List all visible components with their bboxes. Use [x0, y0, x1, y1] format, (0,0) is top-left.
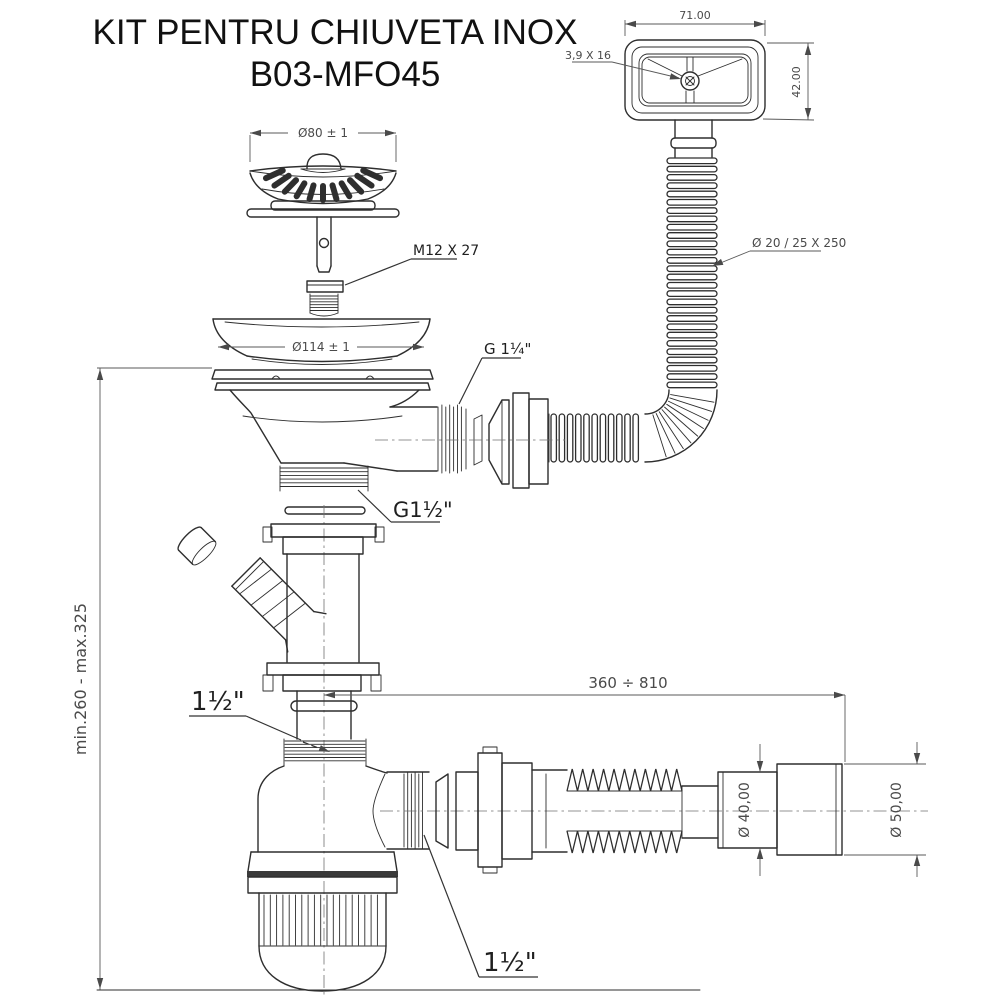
product-code: B03-MFO45 [250, 55, 441, 94]
cup-grip-ribs [264, 895, 377, 945]
dim-outlet-length: 360 ÷ 810 [588, 674, 667, 692]
label-overflow-hose: Ø 20 / 25 X 250 [752, 236, 846, 250]
label-side-outlet-thread: G 1¼" [484, 340, 531, 358]
dim-flange-diameter: Ø114 ± 1 [292, 340, 350, 354]
bottle-trap: 1½" [189, 687, 429, 991]
tailpiece-bottom-nut [263, 663, 381, 691]
spigot-cap [175, 524, 219, 568]
label-overflow-screw: 3,9 X 16 [565, 49, 611, 62]
drain-body: Ø114 ± 1 G 1¼" G1½" [212, 319, 531, 522]
trap-outlet-threads [404, 773, 423, 849]
overflow-screw-icon [681, 72, 699, 90]
tailpiece-top-nut [263, 524, 384, 554]
overflow-hose-nut [513, 393, 548, 488]
dishwasher-spigot [227, 553, 326, 652]
dimension-arrows [97, 21, 920, 989]
outlet-nut [456, 747, 532, 873]
page-title: KIT PENTRU CHIUVETA INOX [93, 13, 578, 52]
label-bottom-thread: G1½" [393, 498, 453, 522]
trap-cup [247, 852, 398, 991]
dimension-annotations: min.260 - max.325 360 ÷ 810 Ø 40,00 Ø 50… [71, 368, 926, 990]
hose-horizontal-ribs [551, 414, 638, 462]
label-trap-outlet-thread: 1½" [483, 948, 537, 978]
flat-gasket [285, 507, 365, 514]
hose-vertical-ribs [667, 158, 717, 388]
overflow-hose-washer [474, 400, 509, 484]
label-tailpiece-thread: 1½" [191, 687, 245, 717]
label-strainer-bolt: M12 X 27 [413, 243, 479, 259]
dim-outlet-pipe-diameter: Ø 40,00 [737, 782, 753, 838]
side-outlet-threads [438, 405, 461, 473]
drawing-title: KIT PENTRU CHIUVETA INOX B03-MFO45 [93, 13, 578, 94]
dim-overflow-height: 42.00 [790, 66, 803, 98]
strainer-basket: Ø80 ± 1 [247, 126, 399, 272]
dim-overflow-width: 71.00 [679, 9, 711, 22]
dim-outlet-end-diameter: Ø 50,00 [889, 782, 905, 838]
bolt-threads [310, 296, 338, 311]
dim-install-height: min.260 - max.325 [71, 603, 90, 755]
dim-strainer-diameter: Ø80 ± 1 [298, 126, 348, 140]
overflow-hose: Ø 20 / 25 X 250 [474, 120, 846, 488]
bottom-threads [280, 468, 368, 487]
outlet-end-50 [777, 764, 842, 855]
hose-bend-ribs [653, 395, 714, 457]
cup-seal-ring [247, 871, 398, 877]
strainer-bolt: M12 X 27 [307, 243, 479, 316]
overflow-cover-plate: 71.00 42.00 3,9 X 16 [565, 9, 814, 120]
